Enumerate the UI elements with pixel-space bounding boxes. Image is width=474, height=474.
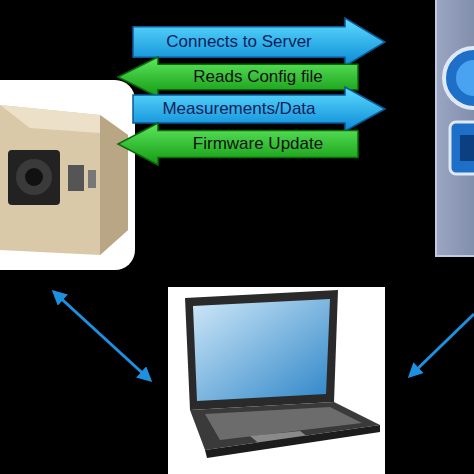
server-panel bbox=[436, 0, 474, 256]
flow-arrow: Measurements/Data bbox=[133, 87, 385, 131]
port bbox=[68, 165, 84, 191]
connector bbox=[8, 150, 60, 205]
laptop-edge bbox=[205, 425, 380, 458]
link-arrow bbox=[54, 292, 150, 380]
laptop-lid bbox=[185, 290, 338, 410]
arrow-body bbox=[133, 87, 385, 131]
port bbox=[88, 170, 96, 188]
arrow-label: Connects to Server bbox=[133, 32, 345, 52]
link-arrow bbox=[410, 314, 474, 376]
flow-arrow: Reads Config file bbox=[118, 57, 358, 97]
device-side bbox=[100, 115, 128, 255]
photo-frame bbox=[168, 287, 385, 474]
laptop-photo bbox=[168, 287, 385, 474]
device-photo bbox=[0, 80, 135, 270]
panel-socket bbox=[450, 122, 474, 174]
connector-ring bbox=[16, 159, 52, 195]
arrow-label: Measurements/Data bbox=[133, 99, 345, 119]
flow-arrow: Firmware Update bbox=[118, 123, 358, 165]
device-body bbox=[0, 105, 128, 255]
arrow-label: Firmware Update bbox=[158, 134, 358, 154]
panel-slot bbox=[460, 135, 474, 161]
panel-icon-inner bbox=[456, 60, 474, 96]
arrow-body bbox=[118, 57, 358, 97]
laptop-screen bbox=[193, 299, 330, 401]
flow-arrow: Connects to Server bbox=[133, 18, 385, 66]
arrow-label: Reads Config file bbox=[158, 67, 358, 87]
connector-core bbox=[25, 168, 43, 186]
arrow-body bbox=[133, 18, 385, 66]
panel-icon bbox=[444, 48, 474, 108]
photo-frame bbox=[0, 80, 135, 270]
arrow-body bbox=[118, 123, 358, 165]
